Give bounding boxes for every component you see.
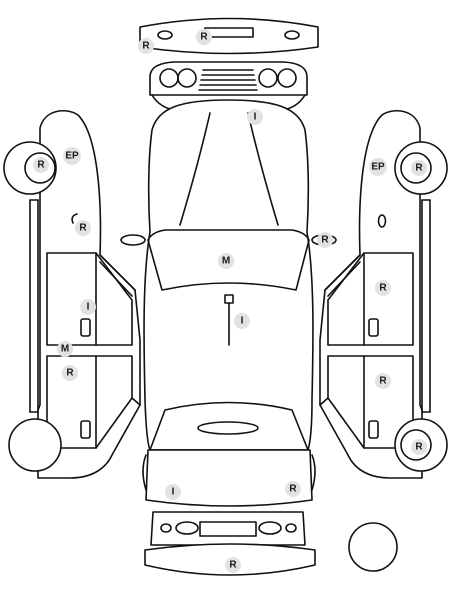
marker-left-front-door[interactable]: I xyxy=(80,299,96,315)
svg-text:I: I xyxy=(254,112,257,123)
marker-hood[interactable]: I xyxy=(247,109,263,125)
front-bumper-top xyxy=(139,17,319,55)
marker-left-rear-door[interactable]: R xyxy=(62,365,78,381)
svg-text:I: I xyxy=(241,316,244,327)
svg-text:R: R xyxy=(289,484,297,495)
svg-text:M: M xyxy=(61,344,69,355)
marker-left-front-wheel[interactable]: R xyxy=(33,157,49,173)
spare-wheel xyxy=(348,522,398,572)
marker-roof-panel[interactable]: I xyxy=(234,313,250,329)
svg-text:R: R xyxy=(415,442,423,453)
svg-text:R: R xyxy=(229,560,237,571)
car-body-top xyxy=(120,99,337,451)
svg-text:R: R xyxy=(79,223,87,234)
marker-right-front-door[interactable]: R xyxy=(375,280,391,296)
svg-text:M: M xyxy=(222,256,230,267)
marker-right-rear-door[interactable]: R xyxy=(375,373,391,389)
svg-text:R: R xyxy=(37,160,45,171)
svg-text:R: R xyxy=(379,376,387,387)
marker-rear-bumper[interactable]: R xyxy=(225,557,241,573)
trunk-lid xyxy=(142,449,316,507)
svg-text:R: R xyxy=(66,368,74,379)
svg-text:EP: EP xyxy=(371,162,385,173)
marker-roof-center[interactable]: R xyxy=(196,29,212,45)
svg-text:EP: EP xyxy=(65,151,79,162)
svg-text:R: R xyxy=(200,32,208,43)
marker-right-front-wheel[interactable]: R xyxy=(411,160,427,176)
marker-left-mirror[interactable]: R xyxy=(75,220,91,236)
marker-right-mirror[interactable]: R xyxy=(317,232,333,248)
svg-text:R: R xyxy=(379,283,387,294)
marker-trunk-right[interactable]: R xyxy=(285,481,301,497)
marker-left-front-fender[interactable]: EP xyxy=(63,147,81,165)
marker-trunk-left[interactable]: I xyxy=(165,484,181,500)
marker-left-sill[interactable]: M xyxy=(57,341,73,357)
marker-right-front-fender[interactable]: EP xyxy=(369,158,387,176)
svg-text:I: I xyxy=(172,487,175,498)
svg-text:R: R xyxy=(415,163,423,174)
marker-roof-left[interactable]: R xyxy=(138,38,154,54)
svg-text:I: I xyxy=(87,302,90,313)
marker-right-rear-wheel[interactable]: R xyxy=(411,439,427,455)
marker-windshield[interactable]: M xyxy=(218,253,234,269)
front-grille xyxy=(149,61,308,111)
svg-text:R: R xyxy=(321,235,329,246)
svg-text:R: R xyxy=(142,41,150,52)
left-side-view xyxy=(3,109,141,479)
